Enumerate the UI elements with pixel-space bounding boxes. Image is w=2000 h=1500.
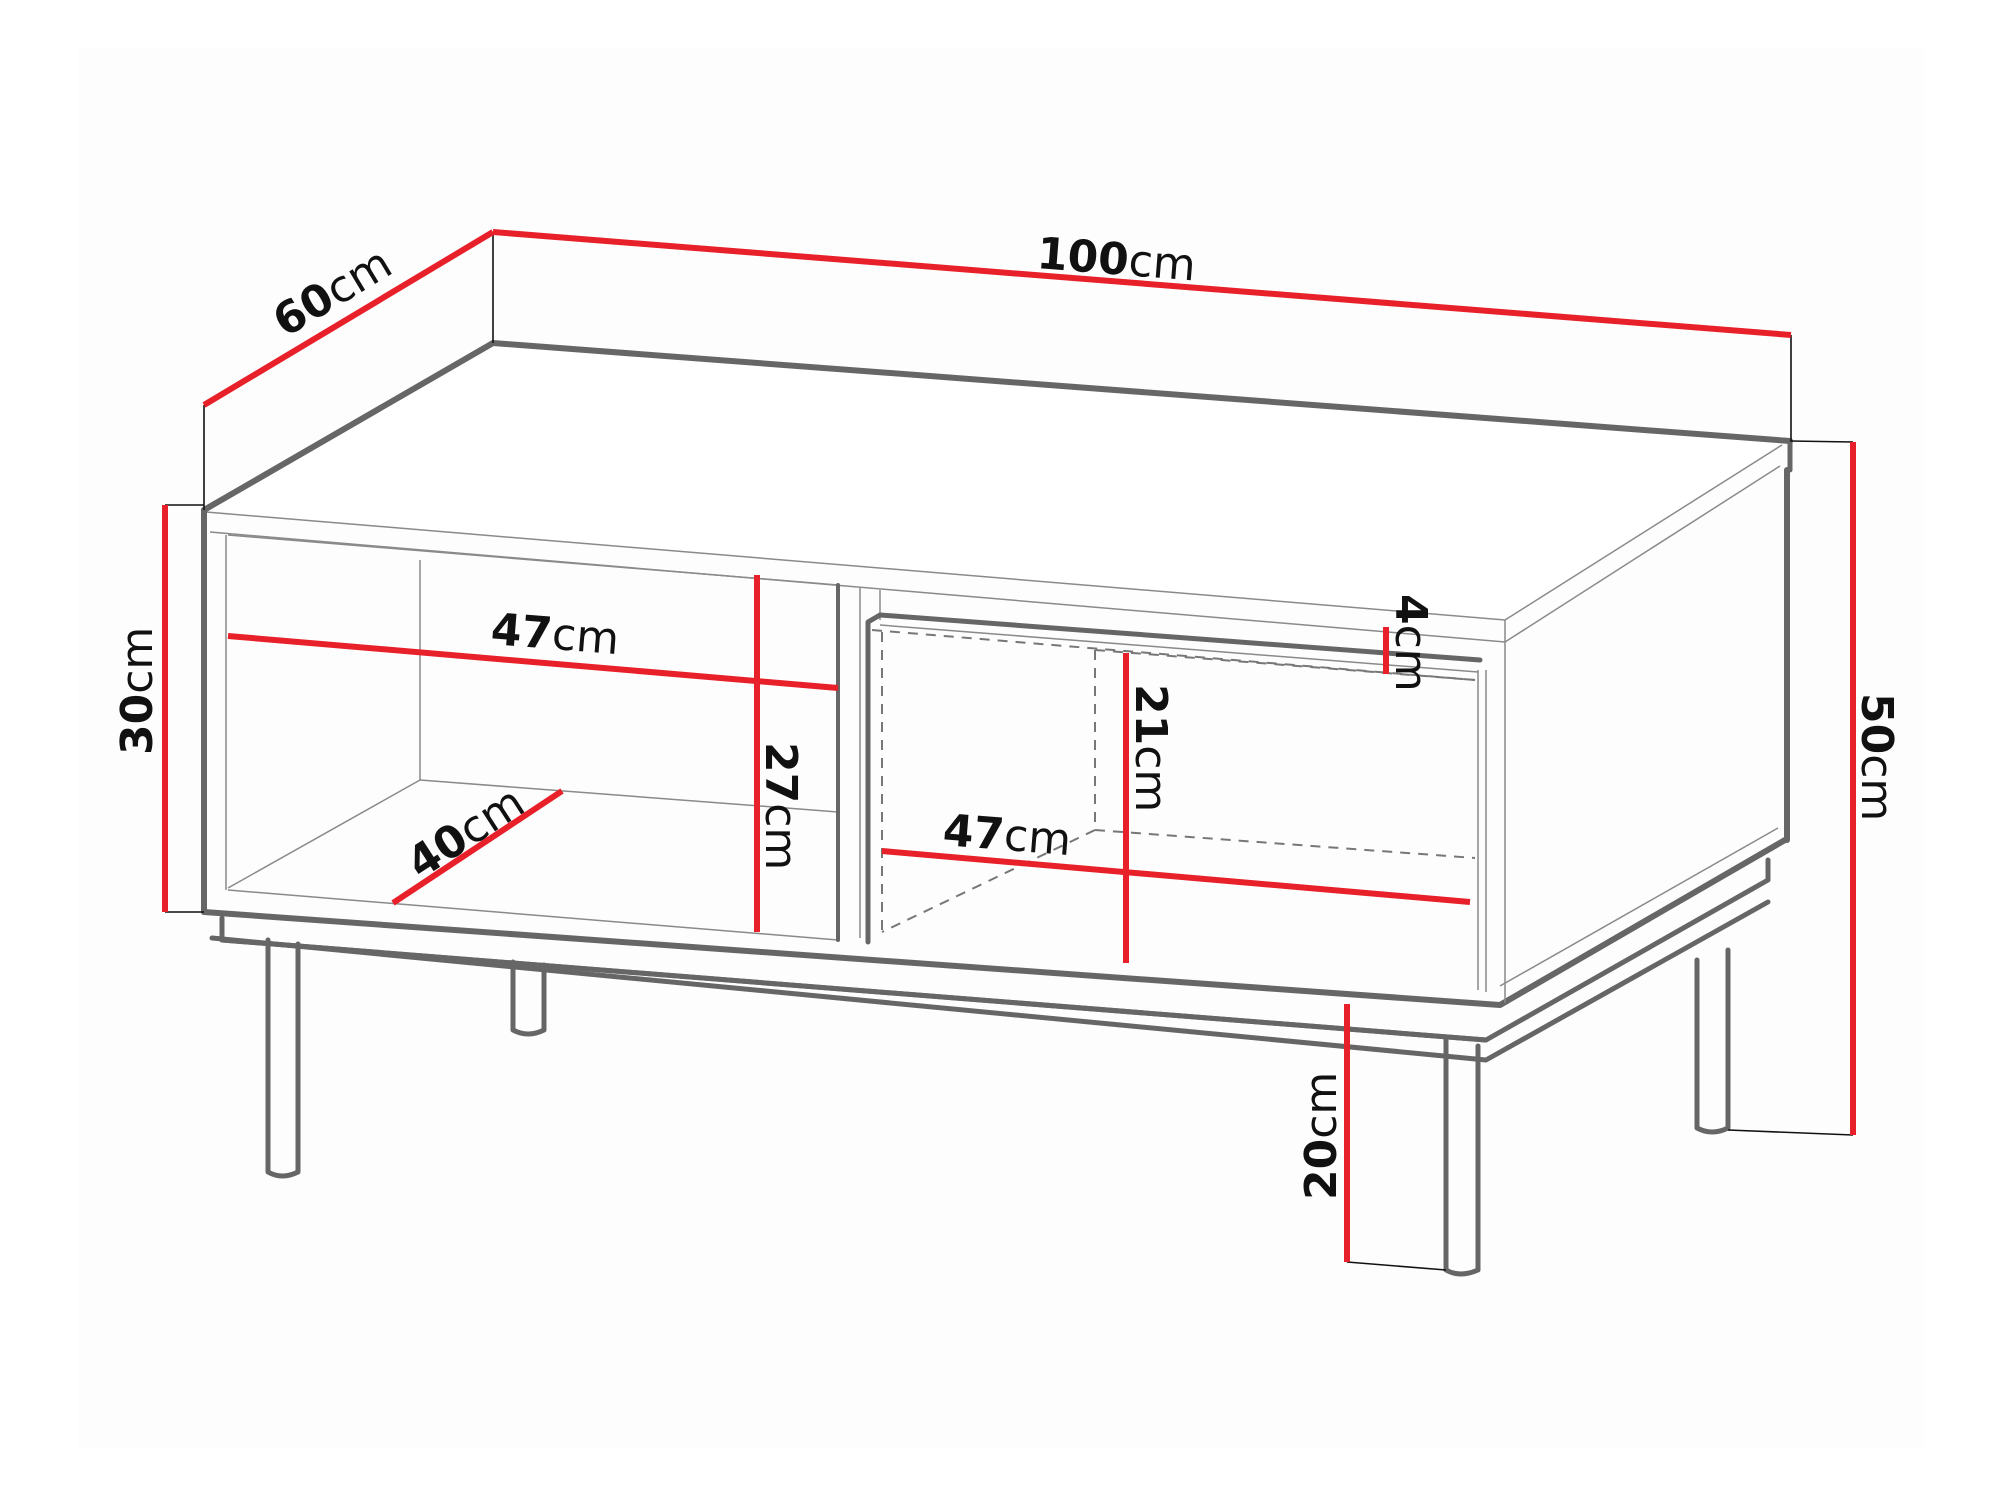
label-shelf-width: 47cm [489, 604, 621, 665]
label-drawer-gap: 4cm [1385, 594, 1436, 692]
dim-line-drawer-width [881, 848, 1471, 905]
label-body-height: 30cm [112, 627, 163, 755]
label-drawer-width: 47cm [941, 805, 1073, 866]
label-drawer-height: 21cm [1125, 684, 1176, 812]
dim-line-width [492, 229, 1792, 338]
dimension-lines [162, 229, 1856, 1262]
table-top [201, 340, 1793, 643]
extension-lines [165, 232, 1854, 1271]
dim-line-shelf-width [227, 633, 839, 691]
label-leg-height: 20cm [1296, 1072, 1347, 1200]
drawer [865, 612, 1487, 992]
dim-line-shelf-depth [391, 788, 564, 906]
label-width: 100cm [1035, 228, 1197, 291]
cabinet-body [201, 467, 1790, 1008]
label-shelf-height: 27cm [755, 742, 806, 870]
drawing-background [78, 48, 1924, 1448]
label-total-height: 50cm [1851, 693, 1902, 821]
base-frame [209, 857, 1771, 1063]
legs [265, 937, 1731, 1277]
dim-line-depth [202, 229, 495, 408]
dimension-labels: 100cm 60cm 30cm 50cm 20cm 47cm 40cm 27cm [112, 228, 1902, 1200]
label-shelf-depth: 40cm [398, 777, 533, 890]
